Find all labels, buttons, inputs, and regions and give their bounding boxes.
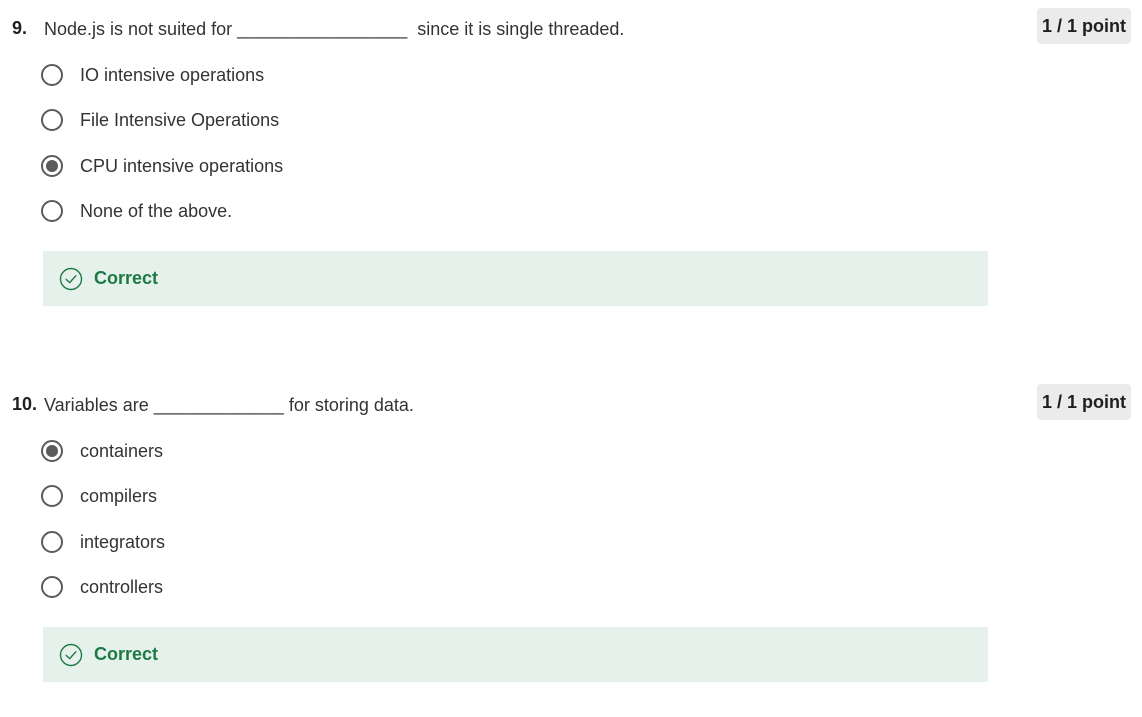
- radio-button[interactable]: [41, 64, 63, 86]
- option-radio[interactable]: integrators: [41, 529, 165, 574]
- points-badge: 1 / 1 point: [1037, 8, 1131, 44]
- radio-button-selected[interactable]: [41, 154, 63, 177]
- option-radio[interactable]: compilers: [41, 483, 165, 528]
- radio-button[interactable]: [41, 109, 63, 132]
- feedback-correct: Correct: [43, 251, 988, 306]
- question-text: Variables are _____________ for storing …: [44, 395, 414, 415]
- question-number: 10.: [12, 394, 38, 414]
- feedback-label: Correct: [94, 644, 159, 664]
- radio-button[interactable]: [41, 530, 63, 553]
- option-label: File Intensive Operations: [80, 110, 280, 131]
- option-radio[interactable]: None of the above.: [41, 198, 283, 243]
- option-radio[interactable]: containers: [41, 438, 165, 483]
- option-label: integrators: [80, 531, 166, 552]
- check-circle-icon: [59, 267, 83, 290]
- options-group: containers compilers integrators control…: [41, 438, 165, 619]
- options-group: IO intensive operations File Intensive O…: [41, 62, 283, 243]
- points-badge: 1 / 1 point: [1037, 384, 1131, 420]
- option-radio[interactable]: File Intensive Operations: [41, 107, 283, 152]
- option-label: None of the above.: [80, 200, 233, 221]
- option-label: IO intensive operations: [80, 65, 265, 85]
- option-radio[interactable]: controllers: [41, 574, 165, 619]
- feedback-correct: Correct: [43, 627, 988, 682]
- option-radio[interactable]: CPU intensive operations: [41, 153, 283, 198]
- feedback-label: Correct: [94, 268, 159, 288]
- radio-button[interactable]: [41, 199, 63, 222]
- radio-button-selected[interactable]: [41, 440, 63, 462]
- option-radio[interactable]: IO intensive operations: [41, 62, 283, 107]
- option-label: containers: [80, 441, 164, 461]
- check-circle-icon: [59, 643, 83, 666]
- option-label: CPU intensive operations: [80, 155, 284, 176]
- radio-button[interactable]: [41, 485, 63, 508]
- question-text: Node.js is not suited for ______________…: [44, 19, 625, 39]
- option-label: controllers: [80, 576, 164, 597]
- option-label: compilers: [80, 486, 158, 507]
- radio-button[interactable]: [41, 575, 63, 598]
- question-number: 9.: [12, 18, 28, 38]
